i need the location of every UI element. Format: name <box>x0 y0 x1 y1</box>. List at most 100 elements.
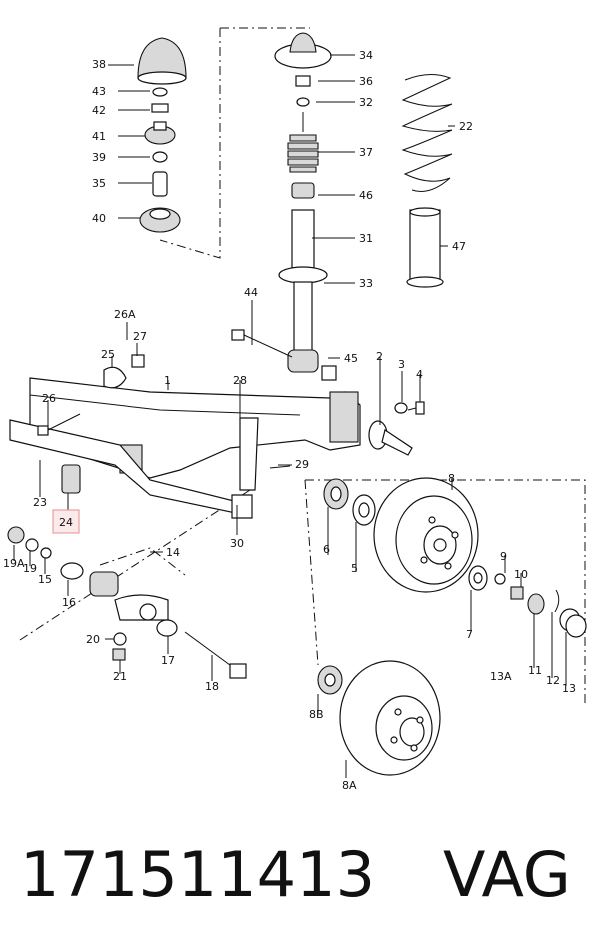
bush-46 <box>291 182 315 199</box>
bump-cap-38 <box>137 37 187 85</box>
washer-17 <box>156 619 178 637</box>
ring-15 <box>40 547 52 559</box>
label-35: 35 <box>92 177 106 190</box>
washer-9 <box>494 573 506 585</box>
axle-beam-1 <box>29 377 361 479</box>
dust-cap-13 <box>559 608 587 638</box>
brake-disc-8a <box>339 660 441 776</box>
bolt-26 <box>37 413 81 436</box>
bracket-28 <box>239 417 259 491</box>
nut-36 <box>295 75 311 87</box>
highlight-box-24 <box>52 509 80 534</box>
label-36: 36 <box>359 75 373 88</box>
seal-8b <box>317 665 343 695</box>
label-40: 40 <box>92 212 106 225</box>
bearing-7 <box>468 565 488 591</box>
label-25: 25 <box>101 348 115 361</box>
washer-3 <box>394 402 408 414</box>
label-32: 32 <box>359 96 373 109</box>
bush-24 <box>61 464 81 494</box>
label-31: 31 <box>359 232 373 245</box>
label-21: 21 <box>113 670 127 683</box>
mount-bracket-14 <box>89 547 186 621</box>
label-43: 43 <box>92 85 106 98</box>
label-1: 1 <box>164 374 171 387</box>
label-44: 44 <box>244 286 258 299</box>
brand-name: VAG <box>443 838 571 911</box>
label-12: 12 <box>546 674 560 687</box>
bump-stop-37 <box>287 112 319 173</box>
strap-29 <box>269 465 291 469</box>
label-30: 30 <box>230 537 244 550</box>
nut-19a <box>7 526 25 544</box>
label-26: 26 <box>42 392 56 405</box>
label-41: 41 <box>92 130 106 143</box>
label-42: 42 <box>92 104 106 117</box>
bearing-41 <box>144 121 176 145</box>
label-8b: 8B <box>309 708 324 721</box>
label-27: 27 <box>133 330 147 343</box>
nut-42 <box>151 103 169 113</box>
seal-6 <box>323 478 349 510</box>
part-number: 171511413 <box>20 838 376 911</box>
nut-27 <box>131 354 145 368</box>
nut-45 <box>321 365 337 381</box>
sleeve-35 <box>152 171 168 197</box>
label-37: 37 <box>359 146 373 159</box>
bolt-4 <box>407 401 425 415</box>
nut-21 <box>112 648 126 661</box>
label-24: 24 <box>59 516 73 529</box>
footer-caption: 171511413 VAG <box>20 830 600 920</box>
label-19a: 19A <box>3 557 25 570</box>
label-15: 15 <box>38 573 52 586</box>
nut-39 <box>152 151 168 163</box>
label-39: 39 <box>92 151 106 164</box>
brake-drum-8 <box>373 477 479 593</box>
label-16: 16 <box>62 596 76 609</box>
bolt-44 <box>231 329 293 358</box>
label-45: 45 <box>344 352 358 365</box>
label-20: 20 <box>86 633 100 646</box>
stub-axle-2 <box>368 420 413 456</box>
label-38: 38 <box>92 58 106 71</box>
label-47: 47 <box>452 240 466 253</box>
mount-40 <box>139 207 181 233</box>
label-29: 29 <box>295 458 309 471</box>
label-17: 17 <box>161 654 175 667</box>
strut-mount-34 <box>274 32 332 69</box>
label-4: 4 <box>416 368 423 381</box>
label-14: 14 <box>166 546 180 559</box>
label-33: 33 <box>359 277 373 290</box>
label-7: 7 <box>466 628 473 641</box>
boot-47 <box>406 207 444 288</box>
lock-ring-11 <box>527 593 545 615</box>
label-2: 2 <box>376 350 383 363</box>
split-pin-12 <box>554 589 560 613</box>
label-13a: 13A <box>490 670 512 683</box>
label-5: 5 <box>351 562 358 575</box>
label-9: 9 <box>500 550 507 563</box>
label-34: 34 <box>359 49 373 62</box>
label-18: 18 <box>205 680 219 693</box>
label-22: 22 <box>459 120 473 133</box>
label-6: 6 <box>323 543 330 556</box>
label-46: 46 <box>359 189 373 202</box>
nut-10 <box>510 586 524 600</box>
washer-43 <box>152 87 168 97</box>
washer-19 <box>25 538 39 552</box>
label-28: 28 <box>233 374 247 387</box>
label-11: 11 <box>528 664 542 677</box>
label-3: 3 <box>398 358 405 371</box>
label-8a: 8A <box>342 779 357 792</box>
label-23: 23 <box>33 496 47 509</box>
clip-25 <box>103 366 127 389</box>
washer-20 <box>113 632 127 646</box>
bolt-18 <box>184 631 247 679</box>
coil-spring-22 <box>401 74 453 192</box>
label-10: 10 <box>514 568 528 581</box>
ring-32 <box>296 97 310 107</box>
washer-16 <box>60 562 84 580</box>
label-8: 8 <box>448 472 455 485</box>
label-26a: 26A <box>114 308 136 321</box>
